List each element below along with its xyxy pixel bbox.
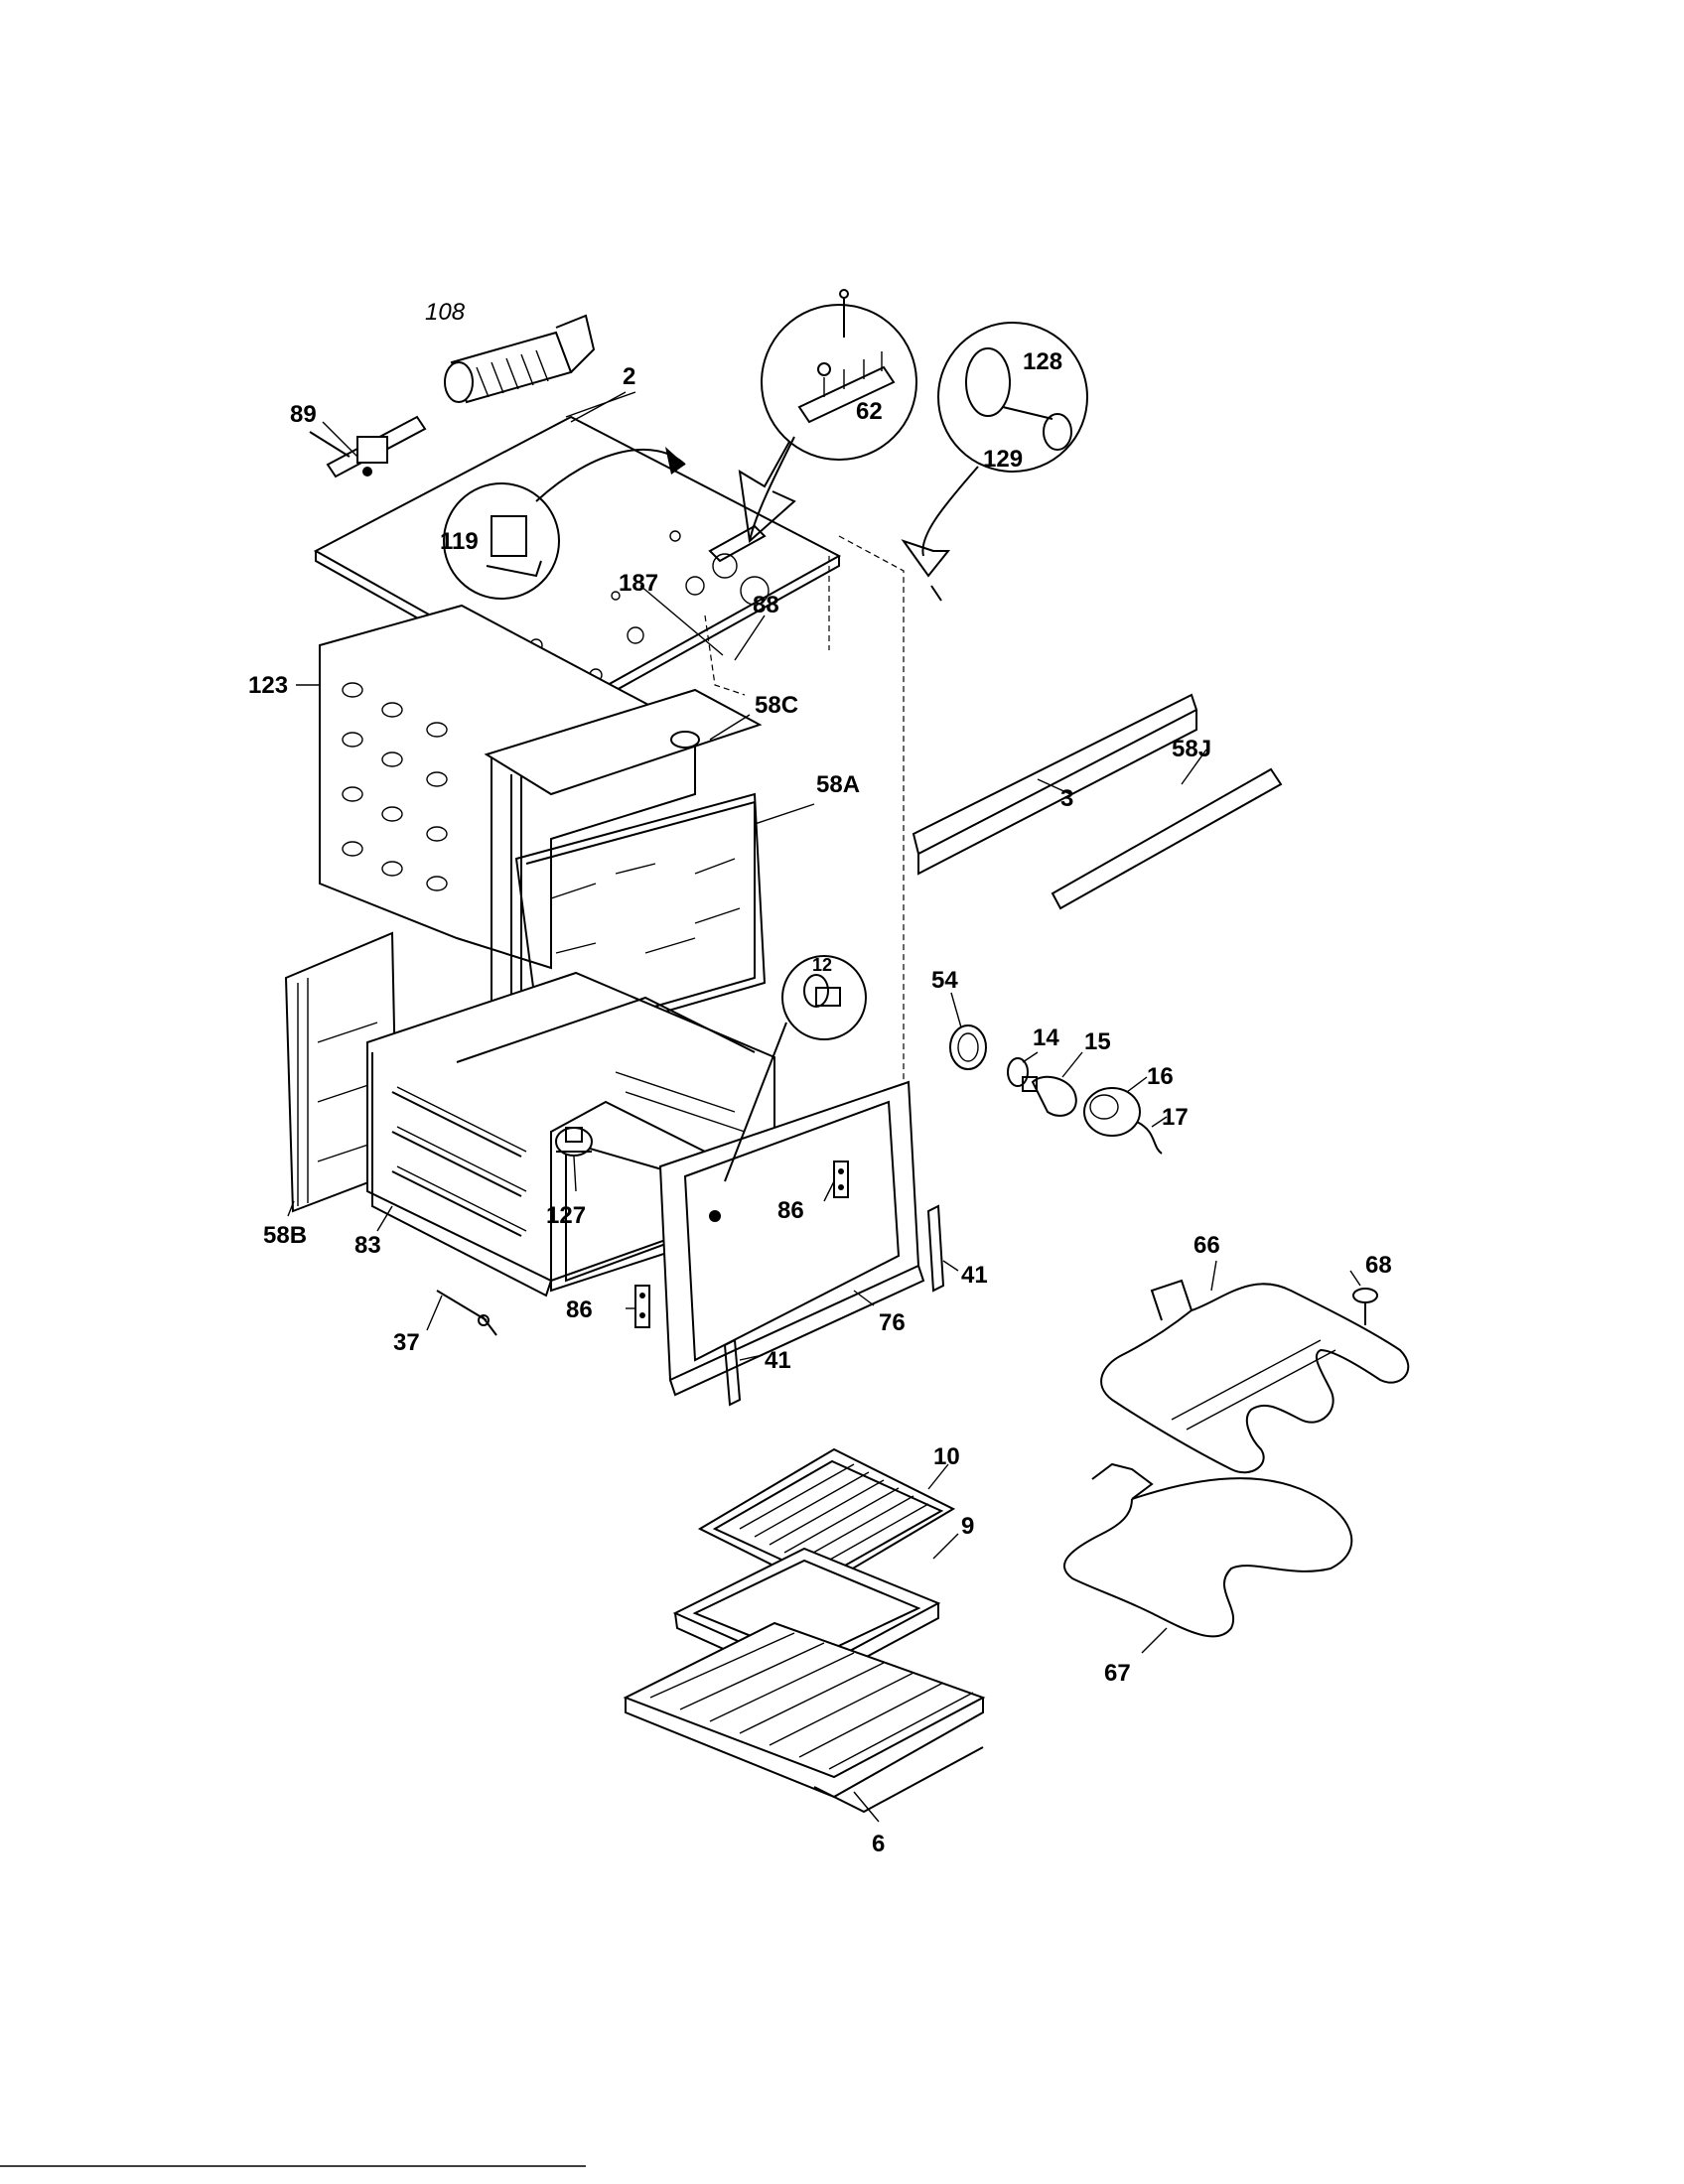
callout-128-129 <box>901 322 1088 602</box>
label-76: 76 <box>879 1309 906 1336</box>
callout-62 <box>738 289 917 543</box>
label-127: 127 <box>546 1202 586 1229</box>
callout-12 <box>724 955 867 1182</box>
bake-element-66 <box>1100 1279 1410 1474</box>
bracket-86-upper <box>833 1160 849 1198</box>
hinge-41-right <box>926 1204 945 1293</box>
hinge-41-left <box>723 1338 742 1407</box>
lamp-wire-17 <box>1136 1121 1163 1155</box>
label-129: 129 <box>983 446 1023 473</box>
rear-panel-123 <box>319 604 696 1054</box>
label-2: 2 <box>623 363 635 390</box>
label-14: 14 <box>1033 1024 1059 1051</box>
label-41-right: 41 <box>961 1262 988 1289</box>
bracket-86-lower <box>634 1285 650 1328</box>
door-frame-76 <box>658 1080 925 1397</box>
label-86-lower: 86 <box>566 1297 593 1323</box>
label-119: 119 <box>440 528 479 555</box>
lamp-bulb-15 <box>1022 1075 1077 1117</box>
label-83: 83 <box>354 1232 381 1259</box>
lamp-gasket-14 <box>1007 1057 1029 1087</box>
label-37: 37 <box>393 1329 420 1356</box>
label-15: 15 <box>1084 1028 1111 1055</box>
thermostat-127 <box>555 1127 593 1157</box>
label-187: 187 <box>619 570 658 597</box>
label-108: 108 <box>425 299 466 326</box>
label-6: 6 <box>872 1831 885 1857</box>
lamp-socket-54 <box>949 1024 987 1070</box>
label-86-upper: 86 <box>777 1197 804 1224</box>
pin-68 <box>1352 1288 1378 1325</box>
label-10: 10 <box>933 1443 960 1470</box>
fan-assembly-108 <box>444 314 596 404</box>
lamp-cover-16 <box>1083 1087 1141 1137</box>
oven-rack-6 <box>623 1621 986 1814</box>
label-58J: 58J <box>1172 736 1211 762</box>
label-54: 54 <box>931 967 958 994</box>
broil-element-67 <box>1062 1462 1353 1638</box>
label-58A: 58A <box>816 771 860 798</box>
label-68: 68 <box>1365 1252 1392 1279</box>
label-58B: 58B <box>263 1222 307 1249</box>
label-89: 89 <box>290 401 317 428</box>
label-58C: 58C <box>755 692 798 719</box>
label-67: 67 <box>1104 1660 1131 1687</box>
switch-89 <box>309 415 427 478</box>
rail-3 <box>912 693 1198 876</box>
label-12: 12 <box>812 955 832 975</box>
label-128: 128 <box>1023 348 1062 375</box>
callout-119 <box>443 447 686 600</box>
plate-58C <box>484 688 763 796</box>
label-17: 17 <box>1162 1104 1189 1131</box>
label-3: 3 <box>1060 785 1073 812</box>
label-62: 62 <box>856 398 883 425</box>
label-123: 123 <box>248 672 288 699</box>
sensor-37 <box>436 1290 497 1336</box>
label-66: 66 <box>1193 1232 1220 1259</box>
label-88: 88 <box>753 592 779 618</box>
label-41-left: 41 <box>765 1347 791 1374</box>
leader-lines <box>287 391 1361 1823</box>
label-9: 9 <box>961 1513 974 1540</box>
strip-58J <box>1051 767 1283 910</box>
label-16: 16 <box>1147 1063 1174 1090</box>
